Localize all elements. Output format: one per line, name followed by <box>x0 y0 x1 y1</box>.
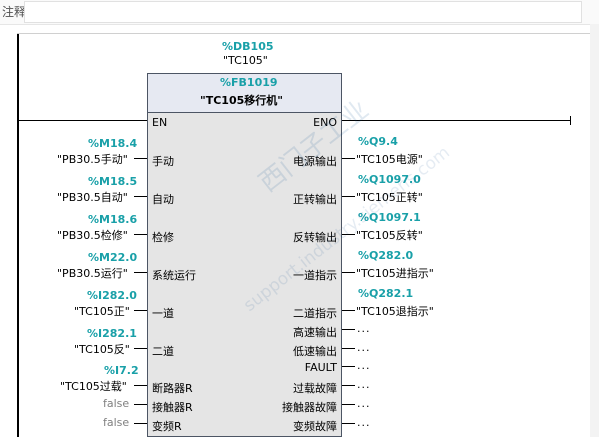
pin-vfd-fault: 变频故障 <box>293 420 337 433</box>
input-wire <box>134 348 147 349</box>
pin-contactor-r: 接触器R <box>152 401 193 414</box>
input-wire <box>134 385 147 386</box>
pin-overload-fault: 过载故障 <box>293 382 337 395</box>
network-border <box>17 33 590 34</box>
pin-high-speed-output: 高速输出 <box>293 326 337 339</box>
output-wire <box>342 272 355 273</box>
output-wire <box>342 385 355 386</box>
input-wire <box>134 196 147 197</box>
input-operand-address[interactable]: %M18.6 <box>88 213 138 226</box>
input-wire <box>134 404 147 405</box>
pin-maintenance: 检修 <box>152 231 174 244</box>
instance-db-address[interactable]: %DB105 <box>222 40 274 53</box>
network-comment-bar: 注释 <box>0 0 599 25</box>
input-wire <box>134 234 147 235</box>
output-operand-name[interactable]: "TC105正转" <box>356 191 423 204</box>
output-operand-name[interactable]: "TC105反转" <box>356 229 423 242</box>
output-operand-address[interactable]: %Q1097.0 <box>358 173 421 186</box>
eno-wire-end <box>570 116 571 125</box>
pin-forward-output: 正转输出 <box>293 193 337 206</box>
instance-db-name[interactable]: "TC105" <box>223 54 268 67</box>
output-empty-operand[interactable]: ... <box>357 341 371 354</box>
pin-contactor-fault: 接触器故障 <box>282 401 337 414</box>
output-empty-operand[interactable]: ... <box>357 416 371 429</box>
output-wire <box>342 196 355 197</box>
input-operand-name[interactable]: "PB30.5运行" <box>57 267 128 280</box>
fb-address: %FB1019 <box>220 76 278 89</box>
output-operand-name[interactable]: "TC105进指示" <box>356 267 434 280</box>
output-wire <box>342 329 355 330</box>
output-operand-address[interactable]: %Q1097.1 <box>358 211 421 224</box>
output-wire <box>342 366 355 367</box>
pin-lane-one: 一道 <box>152 307 174 320</box>
eno-wire <box>342 120 571 121</box>
fb-name: "TC105移行机" <box>200 94 283 107</box>
output-operand-address[interactable]: %Q282.0 <box>358 249 414 262</box>
input-operand-name[interactable]: "TC105反" <box>74 343 130 356</box>
input-operand-address[interactable]: %M18.5 <box>88 175 138 188</box>
pin-lane-two: 二道 <box>152 345 174 358</box>
input-wire <box>134 423 147 424</box>
power-rail <box>17 34 19 437</box>
output-wire <box>342 348 355 349</box>
block-header[interactable]: %FB1019 "TC105移行机" <box>148 74 341 113</box>
pin-breaker-r: 断路器R <box>152 382 193 395</box>
pin-reverse-output: 反转输出 <box>293 231 337 244</box>
output-wire <box>342 158 355 159</box>
input-operand-name[interactable]: "TC105过载" <box>60 380 127 393</box>
input-operand-name[interactable]: "PB30.5手动" <box>57 153 128 166</box>
pin-manual: 手动 <box>152 155 174 168</box>
en-wire <box>19 120 147 121</box>
output-wire <box>342 310 355 311</box>
pin-auto: 自动 <box>152 193 174 206</box>
input-operand-name[interactable]: "TC105正" <box>74 305 130 318</box>
output-operand-address[interactable]: %Q282.1 <box>358 287 414 300</box>
output-operand-name[interactable]: "TC105电源" <box>356 153 423 166</box>
input-wire <box>134 158 147 159</box>
pin-lane-two-indicator: 二道指示 <box>293 307 337 320</box>
input-operand-name[interactable]: "PB30.5检修" <box>57 229 128 242</box>
input-constant-false[interactable]: false <box>103 416 130 429</box>
comment-input[interactable] <box>24 1 582 23</box>
input-wire <box>134 272 147 273</box>
input-wire <box>134 310 147 311</box>
comment-label: 注释 <box>2 5 27 19</box>
input-operand-address[interactable]: %M22.0 <box>88 251 138 264</box>
en-pin: EN <box>152 116 168 129</box>
input-operand-address[interactable]: %I7.2 <box>104 364 139 377</box>
output-wire <box>342 404 355 405</box>
output-empty-operand[interactable]: ... <box>357 322 371 335</box>
pin-lane-one-indicator: 一道指示 <box>293 269 337 282</box>
output-empty-operand[interactable]: ... <box>357 359 371 372</box>
output-wire <box>342 423 355 424</box>
pin-power-output: 电源输出 <box>293 155 337 168</box>
output-wire <box>342 234 355 235</box>
input-operand-address[interactable]: %I282.1 <box>87 327 137 340</box>
pin-vfd-r: 变频R <box>152 420 182 433</box>
output-empty-operand[interactable]: ... <box>357 378 371 391</box>
pin-fault: FAULT <box>304 361 337 374</box>
input-constant-false[interactable]: false <box>103 397 130 410</box>
output-operand-address[interactable]: %Q9.4 <box>358 135 398 148</box>
scroll-strip[interactable] <box>590 24 599 437</box>
pin-system-run: 系统运行 <box>152 269 196 282</box>
input-operand-address[interactable]: %M18.4 <box>88 137 138 150</box>
function-block[interactable]: %FB1019 "TC105移行机" EN ENO 手动 自动 检修 系统运行 … <box>147 73 342 437</box>
pin-low-speed-output: 低速输出 <box>293 345 337 358</box>
input-operand-address[interactable]: %I282.0 <box>87 289 137 302</box>
output-empty-operand[interactable]: ... <box>357 397 371 410</box>
output-operand-name[interactable]: "TC105退指示" <box>356 305 434 318</box>
eno-pin: ENO <box>313 116 337 129</box>
input-operand-name[interactable]: "PB30.5自动" <box>57 191 128 204</box>
